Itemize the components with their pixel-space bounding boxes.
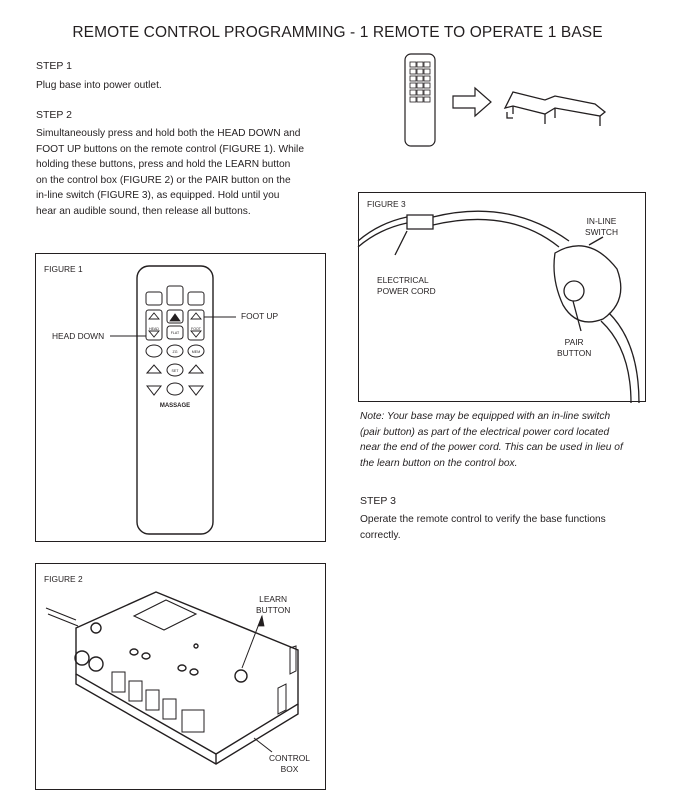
cord-callout-line: ELECTRICAL	[377, 275, 429, 285]
switch-callout-line: SWITCH	[585, 226, 619, 237]
step2-line: hear an audible sound, then release all …	[36, 205, 251, 217]
note-line: near the end of the power cord. This can…	[360, 442, 623, 454]
note-text: Note: Your base may be equipped with an …	[360, 409, 660, 471]
step2-line: Simultaneously press and hold both the H…	[36, 128, 301, 139]
head-down-callout: HEAD DOWN	[52, 331, 105, 341]
pair-callout-line: PAIR	[564, 337, 584, 347]
learn-callout-line: BUTTON	[256, 604, 291, 615]
arrow-right-icon	[452, 86, 492, 118]
note-line: the learn button on the control box.	[360, 457, 518, 469]
inline-switch-body	[553, 245, 622, 323]
set-button-label: SET	[172, 369, 180, 373]
flat-button-label: FLAT	[171, 331, 180, 335]
step2-line: in-line switch (FIGURE 3), as equipped. …	[36, 190, 280, 202]
power-cord-callout: ELECTRICAL POWER CORD	[377, 275, 436, 296]
head-button-label: HEAD	[149, 327, 159, 331]
control-box-illustration	[45, 591, 299, 765]
box-callout-line: CONTROL	[269, 753, 310, 763]
note-line: Note: Your base may be equipped with an …	[360, 411, 611, 422]
figure1-label: FIGURE 1	[44, 264, 83, 274]
step3-line: correctly.	[360, 529, 401, 541]
step1-text: Plug base into power outlet.	[36, 80, 162, 91]
remote-control-illustration: HEAD FLAT FOOT ZG MEM SET MASSAGE	[110, 265, 236, 535]
learn-button-icon	[234, 669, 248, 683]
learn-callout-line: LEARN	[259, 594, 288, 604]
step2-text: Simultaneously press and hold both the H…	[36, 126, 336, 220]
figure1-panel: FIGURE 1	[35, 253, 326, 542]
remote-to-base-illustration	[395, 52, 615, 152]
figure3-label: FIGURE 3	[367, 199, 406, 209]
inline-switch-callout: IN-LINE SWITCH	[585, 216, 618, 237]
inline-switch-illustration	[357, 210, 640, 404]
step1-heading: STEP 1	[36, 60, 72, 72]
switch-callout-line: IN-LINE	[586, 216, 617, 226]
mem-button-label: MEM	[192, 350, 200, 354]
note-line: (pair button) as part of the electrical …	[360, 426, 610, 438]
figure2-label: FIGURE 2	[44, 574, 83, 584]
page-title: REMOTE CONTROL PROGRAMMING - 1 REMOTE TO…	[72, 24, 603, 41]
adjustable-base-icon	[503, 91, 607, 126]
foot-button-label: FOOT	[191, 327, 202, 331]
control-box-body	[75, 591, 299, 755]
step3-line: Operate the remote control to verify the…	[360, 514, 606, 525]
step2-line: on the control box (FIGURE 2) or the PAI…	[36, 174, 291, 186]
small-remote-icon	[404, 53, 436, 147]
step2-heading: STEP 2	[36, 109, 72, 121]
pair-button-icon	[563, 280, 585, 302]
learn-button-callout: LEARN BUTTON	[256, 594, 290, 615]
zg-button-label: ZG	[173, 350, 178, 354]
control-box-callout: CONTROL BOX	[269, 753, 310, 774]
box-callout-line: BOX	[280, 763, 299, 774]
step3-text: Operate the remote control to verify the…	[360, 512, 660, 543]
pair-button-callout: PAIR BUTTON	[557, 337, 591, 358]
step2-line: FOOT UP buttons on the remote control (F…	[36, 143, 304, 155]
step2-line: holding these buttons, press and hold th…	[36, 159, 291, 171]
figure3-panel: FIGURE 3 IN-LINE SWITCH ELECTRICAL POWER…	[357, 192, 646, 404]
figure2-panel: FIGURE 2 LEARN BUTTON	[35, 563, 326, 790]
cord-callout-line: POWER CORD	[377, 285, 436, 296]
massage-label: MASSAGE	[160, 403, 190, 409]
foot-up-callout: FOOT UP	[241, 311, 279, 321]
pair-callout-line: BUTTON	[557, 347, 592, 358]
step3-heading: STEP 3	[360, 495, 396, 507]
remote-body	[136, 265, 214, 535]
